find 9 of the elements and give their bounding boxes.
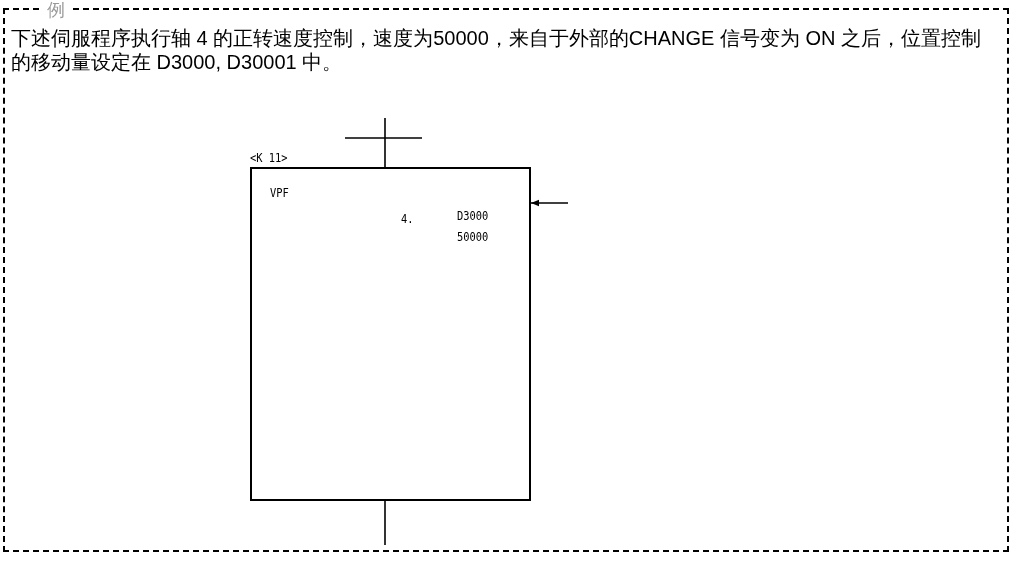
- frame-heading: 例: [43, 0, 69, 22]
- signal-arrow: [530, 199, 569, 207]
- description-text: 下述伺服程序执行轴 4 的正转速度控制，速度为50000，来自于外部的CHANGE 信号变为 ON 之后，位置控制的移动量设定在 D3000, D30001 中。: [11, 26, 983, 74]
- input-line: [384, 117, 386, 168]
- instruction-name: VPF: [270, 185, 289, 200]
- operand-values: D3000 50000: [457, 207, 490, 246]
- output-line: [384, 500, 386, 546]
- step-number: <K 11>: [250, 150, 288, 165]
- axis-number: 4.: [401, 211, 414, 226]
